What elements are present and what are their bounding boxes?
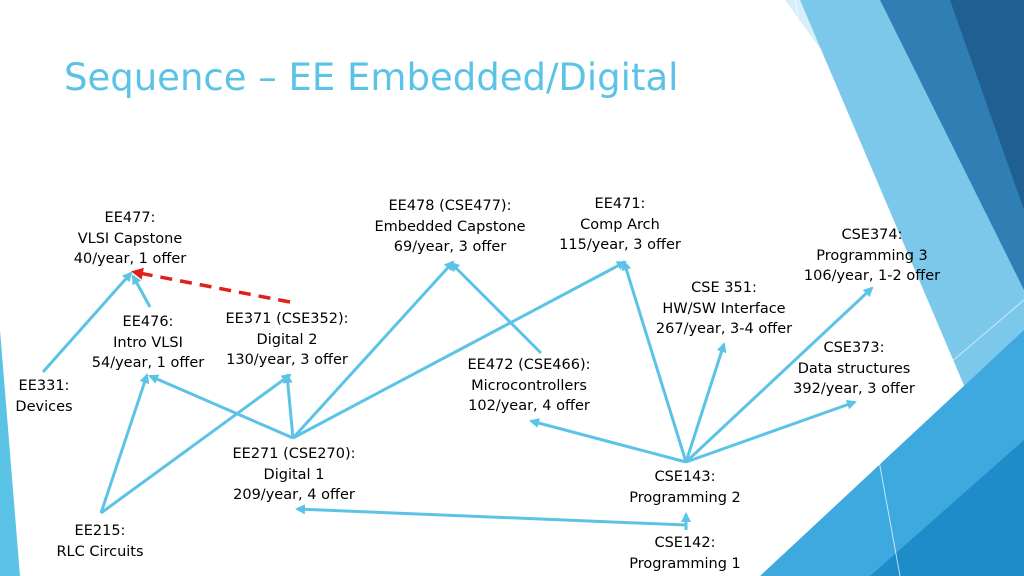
deco-left-panel <box>0 330 20 576</box>
node-cse142: CSE142: Programming 1 <box>629 533 741 574</box>
node-line: 392/year, 3 offer <box>793 381 915 397</box>
node-cse374: CSE374: Programming 3 106/year, 1-2 offe… <box>804 225 940 287</box>
arrow-cse143-to-cse374 <box>684 286 874 464</box>
node-line: Programming 2 <box>629 489 741 506</box>
node-line: EE476: <box>122 314 174 330</box>
arrow-ee271-to-ee371 <box>282 373 295 439</box>
node-line: CSE373: <box>823 340 885 356</box>
node-line: 102/year, 4 offer <box>468 398 590 414</box>
arrow-cse143-to-cse373 <box>685 399 857 464</box>
slide-title: Sequence – EE Embedded/Digital <box>64 56 679 99</box>
node-line: 115/year, 3 offer <box>559 237 681 253</box>
deco-line <box>699 299 1024 576</box>
node-line: CSE 351: <box>691 280 757 296</box>
node-line: 130/year, 3 offer <box>226 352 348 368</box>
node-ee478: EE478 (CSE477): Embedded Capstone 69/yea… <box>375 196 526 258</box>
arrow-cse142-to-ee271 <box>295 504 687 527</box>
node-line: 209/year, 4 offer <box>233 487 355 503</box>
node-cse143: CSE143: Programming 2 <box>629 467 741 508</box>
node-line: CSE142: <box>654 535 716 551</box>
node-line: EE471: <box>594 196 646 212</box>
arrow-ee476-to-ee477 <box>131 274 152 308</box>
arrow-ee472-to-ee478 <box>449 261 543 355</box>
node-line: 267/year, 3-4 offer <box>655 321 793 337</box>
node-cse351: CSE 351: HW/SW Interface 267/year, 3-4 o… <box>656 278 792 340</box>
node-line: 106/year, 1-2 offer <box>803 268 941 284</box>
node-ee471: EE471: Comp Arch 115/year, 3 offer <box>559 194 681 256</box>
node-line: CSE143: <box>654 469 716 485</box>
node-ee476: EE476: Intro VLSI 54/year, 1 offer <box>92 312 204 374</box>
node-ee472: EE472 (CSE466): Microcontrollers 102/yea… <box>468 355 591 417</box>
node-ee371: EE371 (CSE352): Digital 2 130/year, 3 of… <box>226 309 349 371</box>
node-line: VLSI Capstone <box>77 230 183 247</box>
node-line: EE271 (CSE270): <box>232 446 356 462</box>
arrow-ee271-to-ee476 <box>148 374 294 440</box>
arrow-cse143-to-cse351 <box>684 342 727 463</box>
arrow-ee215-to-ee476 <box>99 373 150 514</box>
node-cse373: CSE373: Data structures 392/year, 3 offe… <box>793 338 915 400</box>
node-ee271: EE271 (CSE270): Digital 1 209/year, 4 of… <box>233 444 356 506</box>
node-line: Digital 2 <box>256 331 318 348</box>
node-ee215: EE215: RLC Circuits <box>56 521 143 562</box>
arrow-cse143-to-ee471 <box>621 260 688 463</box>
node-line: Programming 1 <box>629 555 741 572</box>
arrow-ee331-to-ee477 <box>41 271 133 373</box>
node-line: EE371 (CSE352): <box>225 311 349 327</box>
node-line: EE478 (CSE477): <box>388 198 512 214</box>
arrow-ee215-to-ee371 <box>100 373 292 515</box>
node-line: EE331: <box>18 378 70 394</box>
node-ee331: EE331: Devices <box>15 376 72 417</box>
node-line: 40/year, 1 offer <box>73 251 187 267</box>
node-line: EE477: <box>104 210 156 226</box>
dashed-arrow-ee371-to-ee477 <box>131 267 291 304</box>
node-line: HW/SW Interface <box>662 300 786 317</box>
arrow-cse143-to-ee472 <box>529 418 687 464</box>
arrow-ee271-to-ee471 <box>292 260 627 440</box>
node-line: Data structures <box>797 360 911 377</box>
deco-line <box>794 0 901 576</box>
deco-bottom-dark-panel <box>870 440 1024 576</box>
node-line: 69/year, 3 offer <box>393 239 507 255</box>
node-line: Programming 3 <box>816 247 928 264</box>
node-line: Digital 1 <box>263 466 325 483</box>
node-line: RLC Circuits <box>56 543 144 560</box>
deco-darkest-panel <box>950 0 1024 210</box>
node-line: Devices <box>15 398 73 415</box>
node-line: CSE374: <box>841 227 903 243</box>
node-line: 54/year, 1 offer <box>91 355 205 371</box>
node-line: Microcontrollers <box>471 377 587 394</box>
node-line: EE472 (CSE466): <box>467 357 591 373</box>
node-line: Intro VLSI <box>113 334 183 351</box>
node-line: EE215: <box>74 523 126 539</box>
node-line: Comp Arch <box>580 216 660 233</box>
arrow-ee271-to-ee478 <box>291 260 455 440</box>
node-ee477: EE477: VLSI Capstone 40/year, 1 offer <box>74 208 186 270</box>
node-line: Embedded Capstone <box>374 218 526 235</box>
